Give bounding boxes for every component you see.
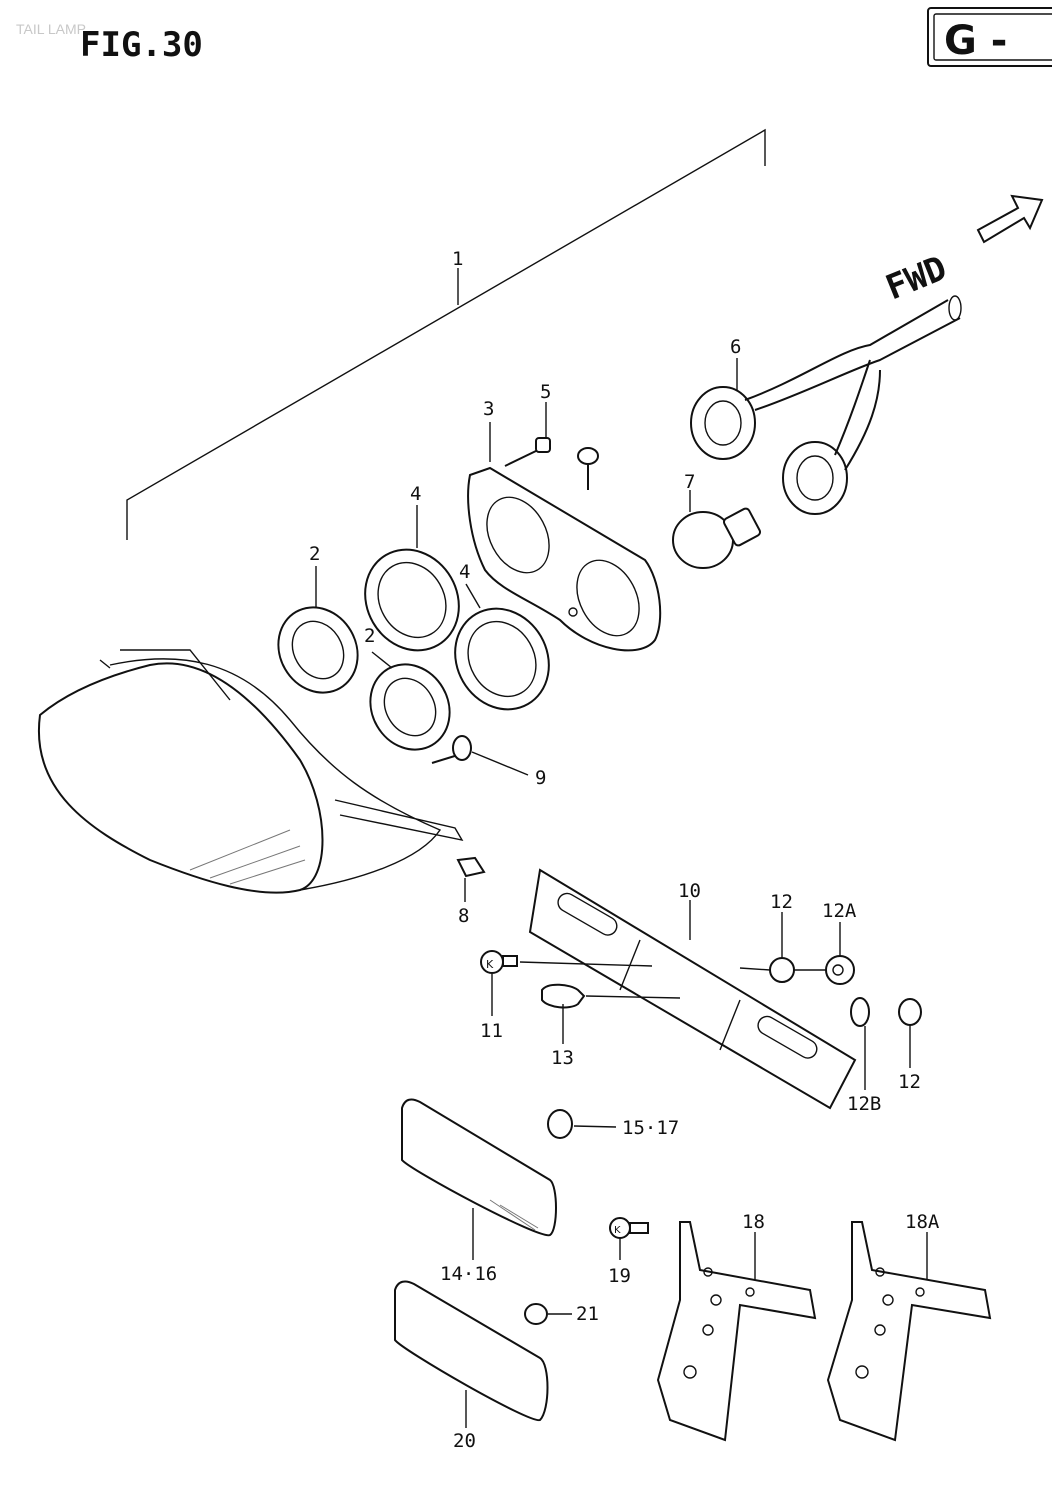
license-bracket-10 — [528, 868, 857, 1110]
bulb-socket-harness — [690, 295, 962, 515]
gasket-4b — [454, 607, 550, 711]
socket-ring-2a — [277, 606, 359, 694]
nut-21 — [524, 1303, 572, 1325]
tail-lamp-lens — [37, 649, 464, 894]
callout-12-second: 12 — [898, 1071, 921, 1093]
callout-12: 12 — [770, 891, 793, 913]
callout-2a: 2 — [309, 543, 320, 565]
forward-direction-marker: FWD — [880, 194, 1044, 308]
callout-8: 8 — [458, 905, 469, 927]
callout-4b: 4 — [459, 561, 470, 583]
plug-13 — [541, 983, 681, 1009]
nut-12A — [794, 955, 855, 985]
callout-19: 19 — [608, 1265, 631, 1287]
clip-8 — [456, 856, 486, 878]
callout-2b: 2 — [364, 625, 375, 647]
fwd-arrow-icon — [976, 194, 1044, 244]
callout-12B: 12B — [847, 1093, 881, 1115]
group-code-box: G - — [927, 7, 1052, 67]
screw-11: K — [480, 950, 653, 974]
gasket-4a — [364, 548, 460, 652]
faint-caption: TAIL LAMP — [16, 21, 86, 37]
callout-14-16: 14·16 — [440, 1263, 497, 1285]
washer-12B — [850, 997, 870, 1027]
socket-ring-2b — [369, 663, 451, 751]
lamp-back-plate — [467, 466, 662, 652]
callout-15-17: 15·17 — [622, 1117, 679, 1139]
plate-screw — [577, 447, 599, 490]
fwd-label: FWD — [880, 248, 952, 308]
nut-15-17 — [547, 1109, 617, 1139]
screw-9 — [431, 735, 529, 776]
callout-3: 3 — [483, 398, 494, 420]
leader-lines — [315, 358, 911, 1090]
callout-labels: 1 2 2 3 4 4 5 6 7 8 9 10 11 12 12A 12B 1… — [309, 248, 940, 1452]
callout-7: 7 — [684, 471, 695, 493]
callout-9: 9 — [535, 767, 546, 789]
k-mark-11: K — [486, 958, 494, 971]
callout-11: 11 — [480, 1020, 503, 1042]
callout-10: 10 — [678, 880, 701, 902]
callout-20: 20 — [453, 1430, 476, 1452]
bulb-7 — [672, 507, 761, 569]
nut-12 — [898, 998, 922, 1026]
screw-5 — [504, 437, 551, 467]
k-mark-19: K — [614, 1225, 621, 1236]
callout-4a: 4 — [410, 483, 421, 505]
screw-19: K — [609, 1217, 649, 1260]
callout-18A: 18A — [905, 1211, 940, 1233]
callout-6: 6 — [730, 336, 741, 358]
figure-label: FIG.30 — [80, 25, 203, 65]
reflector-14-16 — [401, 1098, 557, 1260]
group-code: G - — [944, 18, 1007, 64]
callout-1: 1 — [452, 248, 463, 270]
bracket-18A — [826, 1221, 992, 1442]
assembly-bracket — [126, 128, 766, 540]
collar-12 — [739, 957, 795, 983]
bracket-18 — [656, 1221, 817, 1442]
callout-12A: 12A — [822, 900, 857, 922]
callout-5: 5 — [540, 381, 551, 403]
callout-13: 13 — [551, 1047, 574, 1069]
callout-18: 18 — [742, 1211, 765, 1233]
reflector-20 — [394, 1280, 549, 1428]
callout-21: 21 — [576, 1303, 599, 1325]
